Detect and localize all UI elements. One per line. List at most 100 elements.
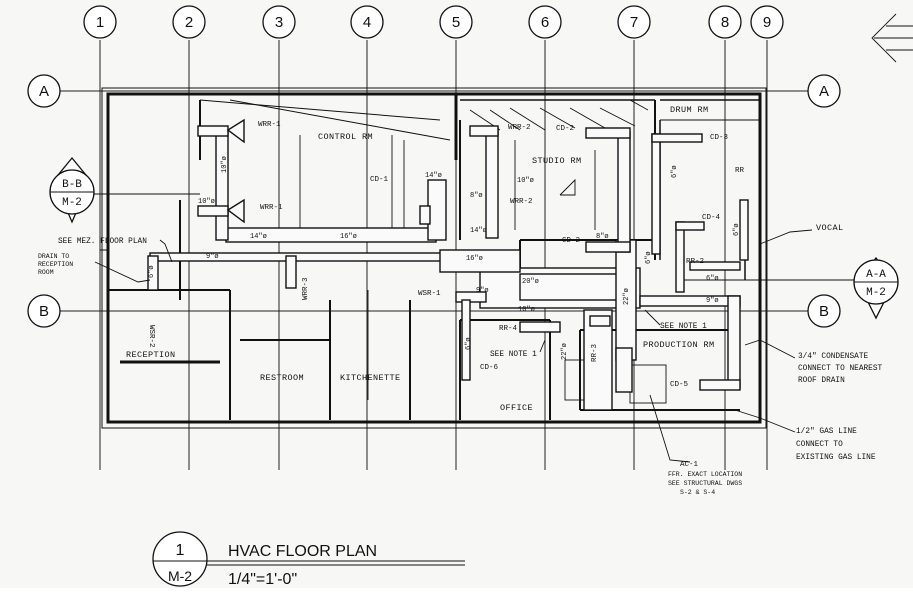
grid-label-3: 3 xyxy=(275,14,283,31)
note-gas-2: CONNECT TO xyxy=(796,441,843,449)
section-bb-bottom: M-2 xyxy=(62,197,82,209)
title-sheet: M-2 xyxy=(168,568,192,584)
size-9-wsr: 9"ø xyxy=(476,287,489,295)
room-reception: RECEPTION xyxy=(126,350,176,360)
tag-cd6: CD-6 xyxy=(480,364,499,372)
grid-bubble-b-left: B xyxy=(27,294,61,328)
equipment-tags: WRR-1 WRR-1 WRR-2 WRR-2 WRR-3 WSR-2 WSR-… xyxy=(147,121,745,469)
section-aa-top: A-A xyxy=(866,269,886,281)
note-gas-1: 1/2" GAS LINE xyxy=(796,428,857,436)
title-block: 1 M-2 HVAC FLOOR PLAN 1/4"=1'-0" xyxy=(152,531,465,588)
grid-bubble-6: 6 xyxy=(528,5,562,39)
grid-bubble-9: 9 xyxy=(750,5,784,39)
size-14-right: 14"ø xyxy=(470,227,487,235)
grid-label-b-left: B xyxy=(39,303,49,320)
room-office: OFFICE xyxy=(500,403,533,413)
room-restroom: RESTROOM xyxy=(260,373,304,383)
note-ac-sheets: S-2 & S-4 xyxy=(680,489,715,496)
tag-cd4: CD-4 xyxy=(702,214,721,222)
size-6-drum: 6"ø xyxy=(671,165,679,178)
grid-bubble-3: 3 xyxy=(262,5,296,39)
tag-wrr1-upper: WRR-1 xyxy=(258,121,281,129)
tag-rr3: RR-3 xyxy=(591,343,599,362)
title-number: 1 xyxy=(176,542,185,559)
tag-wrr2-lower: WRR-2 xyxy=(510,198,533,206)
grid-columns: 1 2 3 4 5 6 7 8 9 xyxy=(83,5,784,470)
note-condensate-3: ROOF DRAIN xyxy=(798,377,845,385)
grid-label-9: 9 xyxy=(763,14,771,31)
tag-rr-small: RR xyxy=(735,167,745,175)
room-studio: STUDIO RM xyxy=(532,156,582,166)
size-6-left: 6"ø xyxy=(148,265,156,278)
grid-label-a-right: A xyxy=(819,83,829,100)
grid-bubble-a-left: A xyxy=(27,74,61,108)
size-16-junction: 16"ø xyxy=(466,255,483,263)
note-drain-1: DRAIN TO xyxy=(38,253,69,260)
room-drum: DRUM RM xyxy=(670,105,709,115)
tag-rr2: RR-2 xyxy=(686,258,704,266)
note-drain-2: RECEPTION xyxy=(38,261,73,268)
size-6-mid: 6"ø xyxy=(645,251,653,264)
size-14-left: 14"ø xyxy=(250,233,267,241)
tag-cd2-lower: CD-2 xyxy=(562,237,580,245)
leader-lines xyxy=(94,229,813,463)
size-22-upper: 22"ø xyxy=(623,288,631,305)
tag-cd1: CD-1 xyxy=(370,176,389,184)
size-9-left: 9"ø xyxy=(206,253,219,261)
size-10-mid: 10"ø xyxy=(518,306,535,314)
room-control: CONTROL RM xyxy=(318,132,373,142)
title-scale: 1/4"=1'-0" xyxy=(228,571,297,588)
note-ac-location: FFR. EXACT LOCATION xyxy=(668,471,742,478)
tag-ac1: AC-1 xyxy=(680,461,699,469)
size-8-studio: 8"ø xyxy=(470,192,483,200)
size-10-vert: 10"ø xyxy=(221,156,229,173)
size-6-cd6: 6"ø xyxy=(465,337,473,350)
grid-label-2: 2 xyxy=(185,14,193,31)
size-20-main: 20"ø xyxy=(522,278,539,286)
grid-bubble-5: 5 xyxy=(439,5,473,39)
grid-bubble-8: 8 xyxy=(708,5,742,39)
note-ac-structural: SEE STRUCTURAL DWGS xyxy=(668,480,742,487)
grid-label-8: 8 xyxy=(721,14,729,31)
section-marker-aa: A-A M-2 xyxy=(680,256,899,320)
north-arrow-icon xyxy=(871,13,913,63)
size-10-left: 10"ø xyxy=(198,198,215,206)
section-marker-bb: B-B M-2 xyxy=(49,156,200,224)
grid-bubble-a-right: A xyxy=(807,74,841,108)
grid-label-6: 6 xyxy=(541,14,549,31)
note-condensate-1: 3/4" CONDENSATE xyxy=(798,353,869,361)
supply-return-ductwork xyxy=(147,118,749,411)
grid-bubble-1: 1 xyxy=(83,5,117,39)
size-6-rr2: 6"ø xyxy=(706,275,719,283)
note-condensate-2: CONNECT TO NEAREST xyxy=(798,365,883,373)
room-kitchenette: KITCHENETTE xyxy=(340,373,401,383)
duct-sizes: 10"ø 10"ø 10"ø 10"ø 14"ø 14"ø 14"ø 16"ø … xyxy=(148,156,741,360)
grid-label-a-left: A xyxy=(39,83,49,100)
grid-label-b-right: B xyxy=(819,303,829,320)
tag-wrr3: WRR-3 xyxy=(302,277,310,300)
size-10-studio: 10"ø xyxy=(517,177,534,185)
tag-cd2-upper: CD-2 xyxy=(556,125,574,133)
tag-wrr1-lower: WRR-1 xyxy=(260,204,283,212)
size-8-cd2: 8"ø xyxy=(596,233,609,241)
grid-rows: A A B B xyxy=(27,74,841,328)
note-see-note-1-right: SEE NOTE 1 xyxy=(660,323,707,331)
plan-notes: SEE MEZ. FLOOR PLAN DRAIN TO RECEPTION R… xyxy=(38,238,883,496)
grid-bubble-4: 4 xyxy=(350,5,384,39)
size-9-right: 9"ø xyxy=(706,297,719,305)
grid-label-4: 4 xyxy=(363,14,371,31)
note-drain-3: ROOM xyxy=(38,269,54,276)
size-16-main: 16"ø xyxy=(340,233,357,241)
grid-label-1: 1 xyxy=(96,14,104,31)
room-labels: CONTROL RM STUDIO RM DRUM RM VOCAL RECEP… xyxy=(126,105,843,413)
size-6-vocal: 6"ø xyxy=(733,223,741,236)
section-aa-bottom: M-2 xyxy=(866,287,886,299)
room-production: PRODUCTION RM xyxy=(643,340,715,350)
tag-cd3: CD-3 xyxy=(710,134,729,142)
grid-bubble-b-right: B xyxy=(807,294,841,328)
tag-cd5: CD-5 xyxy=(670,381,689,389)
size-14-riser: 14"ø xyxy=(425,172,442,180)
tag-wsr1: WSR-1 xyxy=(418,290,441,298)
